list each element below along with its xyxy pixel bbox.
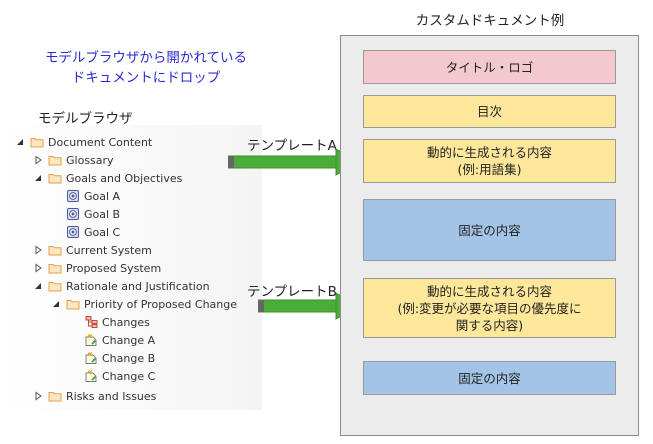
drop-caption-line2: ドキュメントにドロップ (71, 70, 221, 86)
expanded-arrow-icon[interactable] (14, 136, 26, 148)
folder-icon (48, 154, 62, 167)
tree-item[interactable]: Document Content (14, 133, 152, 151)
tree-item-label: Changes (102, 315, 150, 329)
drop-caption-line1: モデルブラウザから開かれている (44, 50, 248, 66)
tree-item[interactable]: Risks and Issues (32, 387, 156, 405)
tree-item[interactable]: Changes (68, 313, 150, 331)
tree-item-label: Risks and Issues (66, 389, 157, 403)
tree-item-label: Goal C (84, 225, 121, 239)
tree-item-label: Priority of Proposed Change (84, 297, 238, 311)
folder-icon (66, 298, 80, 311)
no-expander (68, 334, 80, 346)
expanded-arrow-icon[interactable] (32, 172, 44, 184)
custom-document-title: カスタムドキュメント例 (415, 13, 565, 29)
no-expander (50, 208, 62, 220)
goal-icon (66, 226, 80, 239)
tree-item[interactable]: Goal A (50, 187, 120, 205)
folder-icon (48, 280, 62, 293)
doc-section-title-logo: タイトル・ロゴ (363, 50, 616, 84)
template-a-label: テンプレートA (247, 138, 337, 154)
doc-section-fixed-content-1: 固定の内容 (363, 199, 616, 261)
goal-icon (66, 208, 80, 221)
collapsed-arrow-icon[interactable] (32, 390, 44, 402)
folder-icon (48, 390, 62, 403)
tree-item[interactable]: Proposed System (32, 259, 161, 277)
no-expander (68, 316, 80, 328)
tree-item-label: Document Content (48, 135, 153, 149)
tree-item-label: Goal A (84, 189, 121, 203)
change-icon (84, 370, 98, 383)
no-expander (68, 370, 80, 382)
hierarchy-icon (84, 316, 98, 329)
no-expander (50, 190, 62, 202)
tree-item-label: Goal B (84, 207, 121, 221)
no-expander (68, 352, 80, 364)
collapsed-arrow-icon[interactable] (32, 244, 44, 256)
tree-item[interactable]: Goals and Objectives (32, 169, 182, 187)
tree-item-label: Change B (102, 351, 156, 365)
template-b-label: テンプレートB (247, 284, 337, 300)
tree-item[interactable]: Glossary (32, 151, 114, 169)
tree-item-label: Change A (102, 333, 156, 347)
folder-icon (48, 262, 62, 275)
tree-item[interactable]: Change A (68, 331, 155, 349)
folder-icon (30, 136, 44, 149)
folder-icon (48, 244, 62, 257)
tree-item-label: Rationale and Justification (66, 279, 210, 293)
expanded-arrow-icon[interactable] (32, 280, 44, 292)
tree-item[interactable]: Rationale and Justification (32, 277, 210, 295)
tree-item-label: Glossary (66, 153, 114, 167)
expanded-arrow-icon[interactable] (50, 298, 62, 310)
doc-section-dynamic-glossary: 動的に生成される内容 (例:用語集) (363, 139, 616, 183)
collapsed-arrow-icon[interactable] (32, 262, 44, 274)
tree-item-label: Proposed System (66, 261, 162, 275)
tree-item-label: Current System (66, 243, 152, 257)
tree-item[interactable]: Goal C (50, 223, 120, 241)
tree-item[interactable]: Change C (68, 367, 155, 385)
tree-item[interactable]: Current System (32, 241, 152, 259)
collapsed-arrow-icon[interactable] (32, 154, 44, 166)
folder-icon (48, 172, 62, 185)
tree-item[interactable]: Goal B (50, 205, 120, 223)
custom-document-container: タイトル・ロゴ 目次 動的に生成される内容 (例:用語集) 固定の内容 動的に生… (340, 35, 639, 436)
no-expander (50, 226, 62, 238)
doc-section-toc: 目次 (363, 95, 616, 128)
tree-item[interactable]: Change B (68, 349, 155, 367)
change-icon (84, 352, 98, 365)
tree-item-label: Goals and Objectives (66, 171, 183, 185)
drop-instruction-caption: モデルブラウザから開かれている ドキュメントにドロップ (10, 48, 282, 88)
model-browser-title: モデルブラウザ (38, 111, 133, 127)
doc-section-dynamic-priority: 動的に生成される内容 (例:変更が必要な項目の優先度に 関する内容) (363, 278, 616, 338)
tree-item-label: Change C (102, 369, 156, 383)
tree-item[interactable]: Priority of Proposed Change (50, 295, 237, 313)
goal-icon (66, 190, 80, 203)
change-icon (84, 334, 98, 347)
doc-section-fixed-content-2: 固定の内容 (363, 361, 616, 395)
